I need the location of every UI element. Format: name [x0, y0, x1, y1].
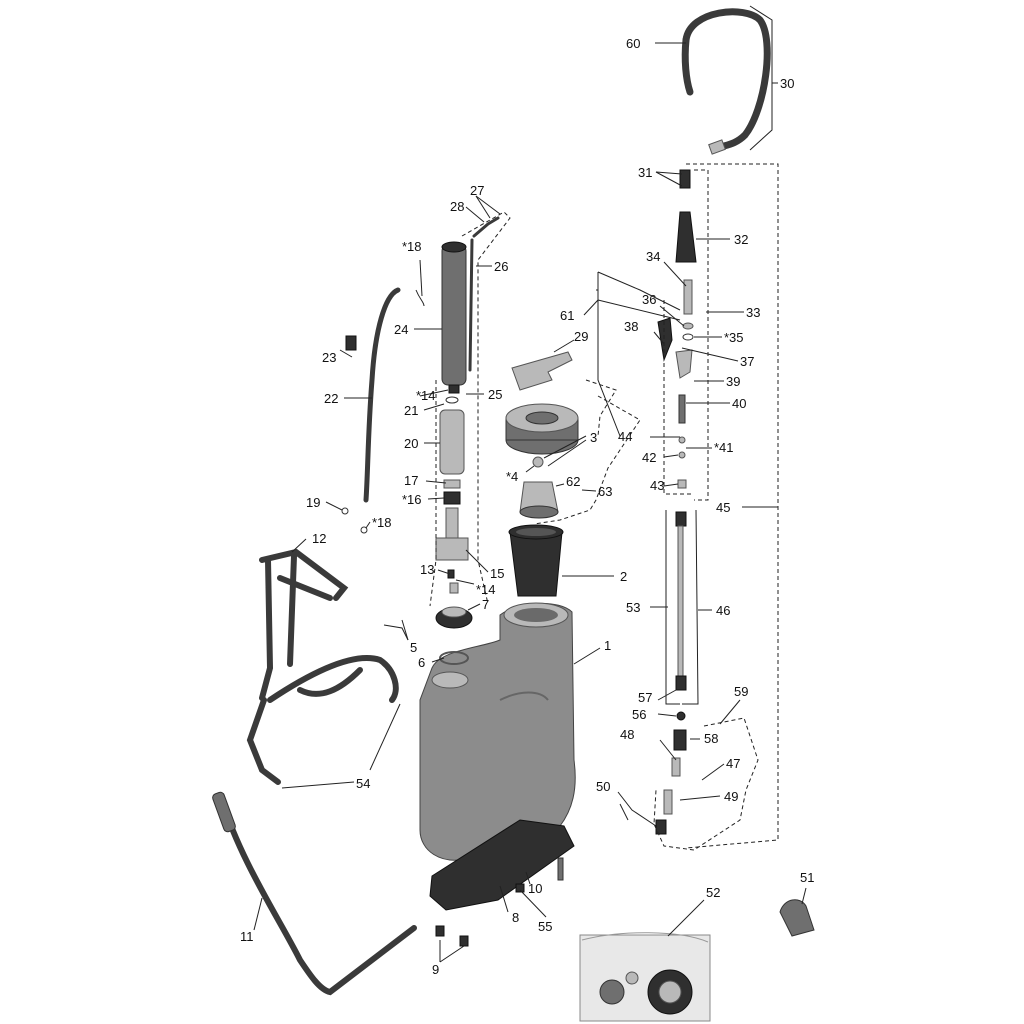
- part-29-plate: [511, 351, 573, 391]
- label-59: 59: [734, 684, 748, 699]
- label-37: 37: [740, 354, 754, 369]
- label-14b: *14: [476, 582, 496, 597]
- label-58: 58: [704, 731, 718, 746]
- label-60: 60: [626, 36, 640, 51]
- part-11-pump-handle: [212, 791, 417, 996]
- part-3-tank-lid: [505, 403, 579, 468]
- label-13: 13: [420, 562, 434, 577]
- label-9: 9: [432, 962, 439, 977]
- label-17: 17: [404, 473, 418, 488]
- label-23: 23: [322, 350, 336, 365]
- label-62: 62: [566, 474, 580, 489]
- label-11: 11: [240, 929, 254, 944]
- label-30: 30: [780, 76, 794, 91]
- part-22-lever-rod: [341, 287, 425, 534]
- label-25: 25: [488, 387, 502, 402]
- label-16: *16: [402, 492, 422, 507]
- leader-lines: [253, 5, 807, 963]
- label-19: 19: [306, 495, 320, 510]
- label-42: 42: [642, 450, 656, 465]
- label-41: *41: [714, 440, 734, 455]
- label-63: 63: [598, 484, 612, 499]
- label-33: 33: [746, 305, 760, 320]
- label-52: 52: [706, 885, 720, 900]
- label-36: 36: [642, 292, 656, 307]
- part-labels: 60 30 31 32 34 33 36 61 *35 38 37 39 40 …: [240, 36, 814, 977]
- label-45: 45: [716, 500, 730, 515]
- label-48: 48: [620, 727, 634, 742]
- label-27: 27: [470, 183, 484, 198]
- part-31-32-nozzle: [675, 169, 697, 263]
- label-28: 28: [450, 199, 464, 214]
- label-2: 2: [620, 569, 627, 584]
- label-20: 20: [404, 436, 418, 451]
- label-47: 47: [726, 756, 740, 771]
- label-57: 57: [638, 690, 652, 705]
- label-26: 26: [494, 259, 508, 274]
- label-8: 8: [512, 910, 519, 925]
- label-18b: *18: [372, 515, 392, 530]
- label-53: 53: [626, 600, 640, 615]
- part-26-pump-rod: [468, 238, 474, 372]
- label-56: 56: [632, 707, 646, 722]
- label-14a: *14: [416, 388, 436, 403]
- part-20-pressure-chamber: [435, 396, 469, 561]
- part-7-ring-nut: [435, 569, 473, 629]
- label-7: 7: [482, 597, 489, 612]
- label-34: 34: [646, 249, 660, 264]
- dashed-groupings: [429, 163, 779, 851]
- part-52-spare-kit: [579, 932, 711, 1022]
- label-3: 3: [590, 430, 597, 445]
- part-62-filter-cap: [519, 481, 559, 519]
- part-53-lance-tube: [673, 511, 687, 751]
- part-2-strainer-basket: [508, 524, 564, 597]
- label-44: 44: [618, 429, 632, 444]
- part-47-50-nozzle-parts: [655, 757, 681, 835]
- label-51: 51: [800, 870, 814, 885]
- part-34-43-lance-components: [657, 279, 694, 489]
- label-6: 6: [418, 655, 425, 670]
- label-29: 29: [574, 329, 588, 344]
- diagram-sheet: 60 30 31 32 34 33 36 61 *35 38 37 39 40 …: [184, 0, 830, 1024]
- label-32: 32: [734, 232, 748, 247]
- part-60-hose: [681, 8, 771, 155]
- label-35: *35: [724, 330, 744, 345]
- label-22: 22: [324, 391, 338, 406]
- label-46: 46: [716, 603, 730, 618]
- label-4: *4: [506, 469, 518, 484]
- label-10: 10: [528, 881, 542, 896]
- label-38: 38: [624, 319, 638, 334]
- exploded-parts-diagram: 60 30 31 32 34 33 36 61 *35 38 37 39 40 …: [212, 5, 815, 1022]
- label-55: 55: [538, 919, 552, 934]
- label-39: 39: [726, 374, 740, 389]
- label-24: 24: [394, 322, 408, 337]
- label-49: 49: [724, 789, 738, 804]
- label-15: 15: [490, 566, 504, 581]
- label-61: 61: [560, 308, 574, 323]
- part-24-pump-cylinder: [441, 241, 467, 394]
- label-21: 21: [404, 403, 418, 418]
- label-18a: *18: [402, 239, 422, 254]
- label-12: 12: [312, 531, 326, 546]
- label-1: 1: [604, 638, 611, 653]
- label-43: 43: [650, 478, 664, 493]
- part-27-28-rod-end: [472, 216, 500, 238]
- label-5: 5: [410, 640, 417, 655]
- part-51-clip: [779, 899, 815, 937]
- label-40: 40: [732, 396, 746, 411]
- part-12-54-harness: [246, 548, 399, 785]
- label-54: 54: [356, 776, 370, 791]
- label-50: 50: [596, 779, 610, 794]
- label-31: 31: [638, 165, 652, 180]
- part-1-tank: [419, 602, 576, 861]
